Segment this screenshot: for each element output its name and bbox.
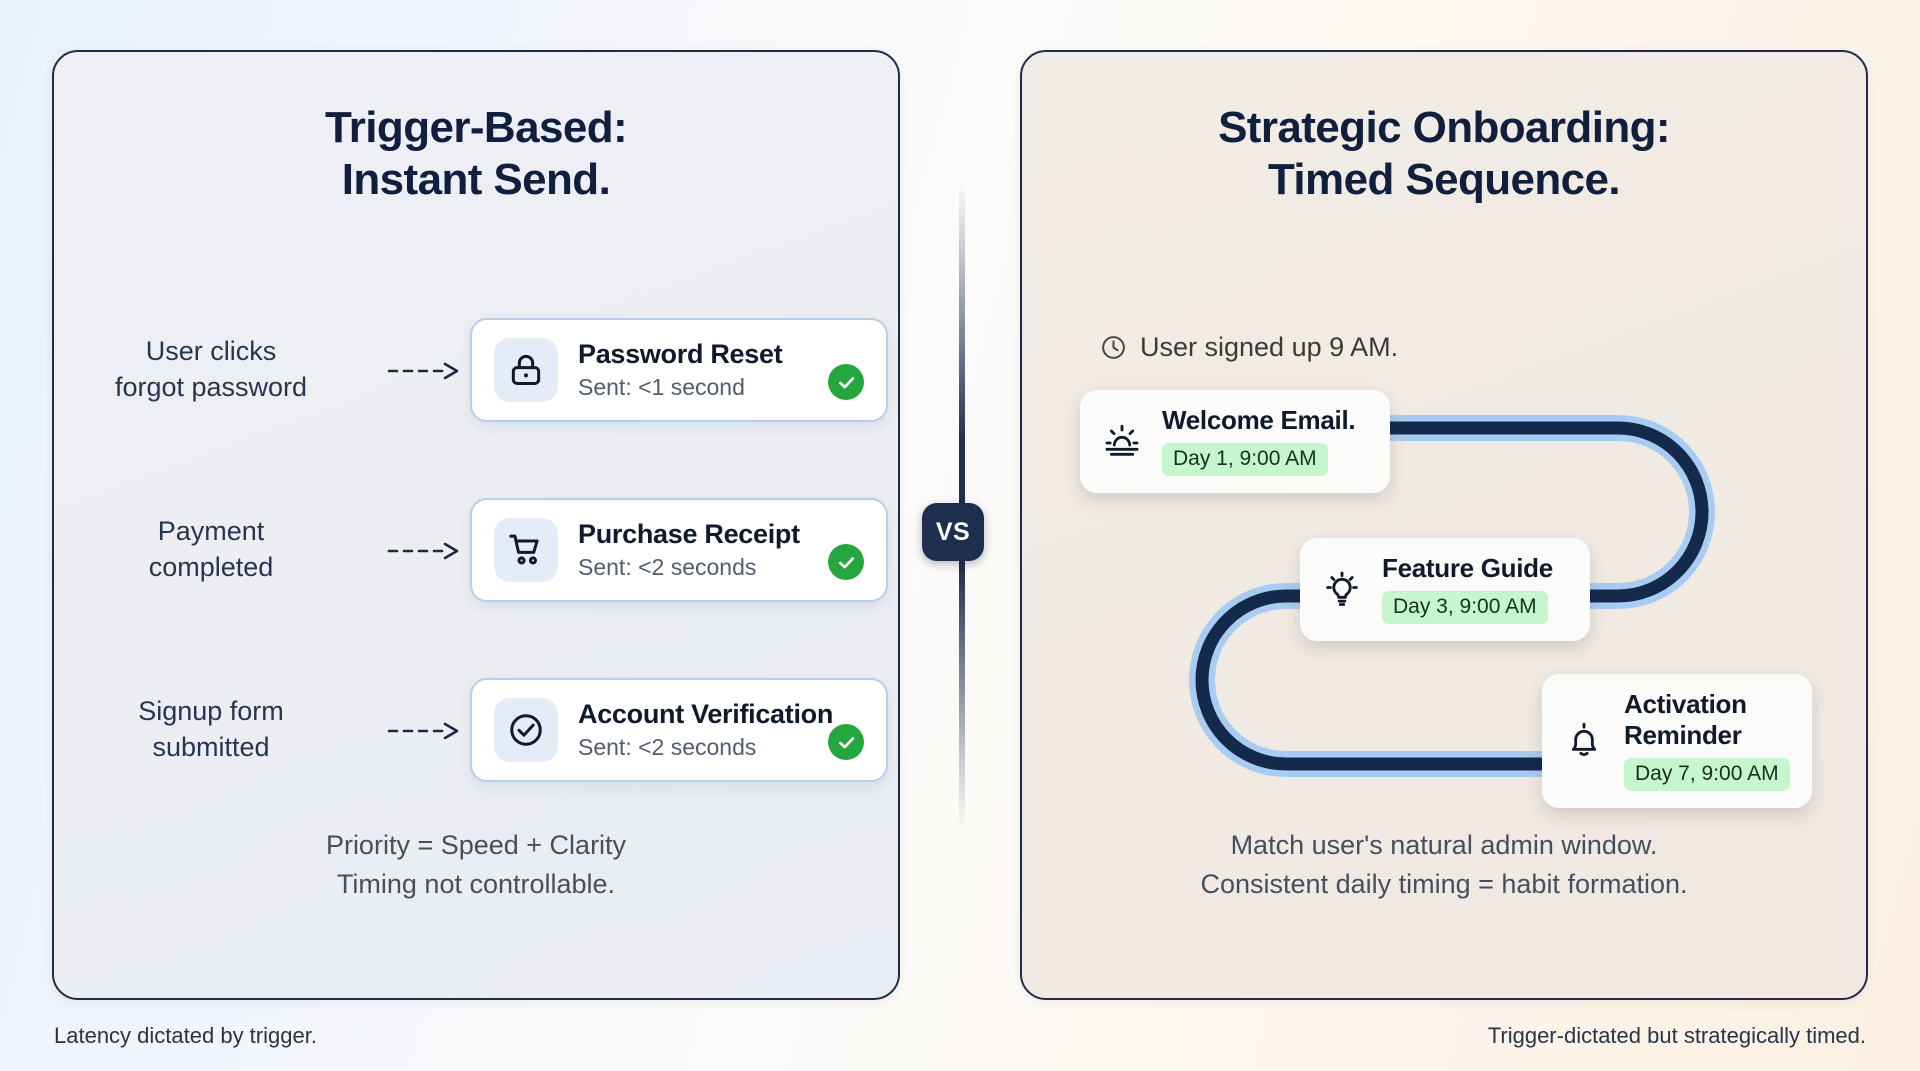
vs-badge: VS [922,503,984,561]
left-panel-title-line2: Instant Send. [341,154,611,204]
right-panel-title-line2: Timed Sequence. [1267,154,1621,204]
trigger-card-title: Account Verification [578,699,834,729]
right-footnote-line2: Consistent daily timing = habit formatio… [1200,869,1688,900]
sequence-card-body: Activation Reminder Day 7, 9:00 AM [1624,689,1790,792]
sequence-card-title: Welcome Email. [1162,405,1356,435]
trigger-label-line1: Payment [157,516,265,547]
check-circle-icon [828,724,864,760]
trigger-label-line2: completed [148,552,274,582]
signup-note: User signed up 9 AM. [1100,332,1398,363]
trigger-label-line1: Signup form [138,696,284,727]
trigger-label: Payment completed [54,514,384,585]
sequence-card-badge: Day 3, 9:00 AM [1382,591,1548,625]
bell-icon [1560,716,1608,764]
dashed-arrow-right-icon [384,540,470,562]
right-panel-title: Strategic Onboarding: Timed Sequence. [1022,102,1866,206]
trigger-card-body: Password Reset Sent: <1 second [578,339,808,401]
trigger-card-subtitle: Sent: <1 second [578,374,745,400]
sequence-card-title: Feature Guide [1382,553,1553,583]
trigger-row: Payment completed [54,460,898,640]
sequence-card-body: Feature Guide Day 3, 9:00 AM [1382,553,1568,625]
lock-icon [494,338,558,402]
panel-strategic-onboarding: Strategic Onboarding: Timed Sequence. Us… [1020,50,1868,1000]
trigger-card-purchase-receipt[interactable]: Purchase Receipt Sent: <2 seconds [470,498,888,602]
trigger-card-account-verification[interactable]: Account Verification Sent: <2 seconds [470,678,888,782]
sunrise-icon [1098,417,1146,465]
sequence-card-welcome-email[interactable]: Welcome Email. Day 1, 9:00 AM [1080,390,1390,494]
sequence-card-badge: Day 7, 9:00 AM [1624,758,1790,792]
signup-note-text: User signed up 9 AM. [1140,332,1399,362]
sequence-card-title-line2: Reminder [1624,720,1742,751]
trigger-label: User clicks forgot password [54,334,384,405]
trigger-rows: User clicks forgot password [54,280,898,820]
check-circle-icon [828,364,864,400]
trigger-card-subtitle: Sent: <2 seconds [578,554,757,580]
trigger-card-body: Purchase Receipt Sent: <2 seconds [578,519,808,581]
sequence-card-body: Welcome Email. Day 1, 9:00 AM [1162,405,1368,477]
sequence-card-title-line1: Activation [1624,689,1747,719]
left-panel-title: Trigger-Based: Instant Send. [54,102,898,206]
dashed-arrow-right-icon [384,360,470,382]
trigger-row: Signup form submitted [54,640,898,820]
trigger-card-title: Password Reset [578,339,783,369]
clock-icon [1100,334,1127,361]
trigger-label-line2: submitted [152,732,270,762]
trigger-label: Signup form submitted [54,694,384,765]
lightbulb-icon [1318,565,1366,613]
caption-right: Trigger-dictated but strategically timed… [1487,1023,1866,1048]
check-circle-outline-icon [494,698,558,762]
left-footnote-line1: Priority = Speed + Clarity [325,830,627,861]
dashed-arrow-right-icon [384,720,470,742]
trigger-row: User clicks forgot password [54,280,898,460]
panel-trigger-based: Trigger-Based: Instant Send. User clicks… [52,50,900,1000]
left-footnote-line2: Timing not controllable. [336,869,616,900]
trigger-label-line1: User clicks [145,336,277,367]
trigger-card-subtitle: Sent: <2 seconds [578,734,757,760]
caption-left: Latency dictated by trigger. [54,1023,317,1048]
sequence-card-badge: Day 1, 9:00 AM [1162,443,1328,477]
right-panel-title-line1: Strategic Onboarding: [1218,103,1670,152]
trigger-card-body: Account Verification Sent: <2 seconds [578,699,834,761]
trigger-card-password-reset[interactable]: Password Reset Sent: <1 second [470,318,888,422]
trigger-card-title: Purchase Receipt [578,519,800,549]
right-footnote-line1: Match user's natural admin window. [1230,830,1658,861]
left-panel-footnote: Priority = Speed + Clarity Timing not co… [54,826,898,904]
check-circle-icon [828,544,864,580]
sequence-card-activation-reminder[interactable]: Activation Reminder Day 7, 9:00 AM [1542,674,1812,809]
trigger-label-line2: forgot password [114,372,308,402]
sequence-card-feature-guide[interactable]: Feature Guide Day 3, 9:00 AM [1300,538,1590,642]
left-panel-title-line1: Trigger-Based: [324,103,628,152]
shopping-cart-icon [494,518,558,582]
right-panel-footnote: Match user's natural admin window. Consi… [1022,826,1866,904]
